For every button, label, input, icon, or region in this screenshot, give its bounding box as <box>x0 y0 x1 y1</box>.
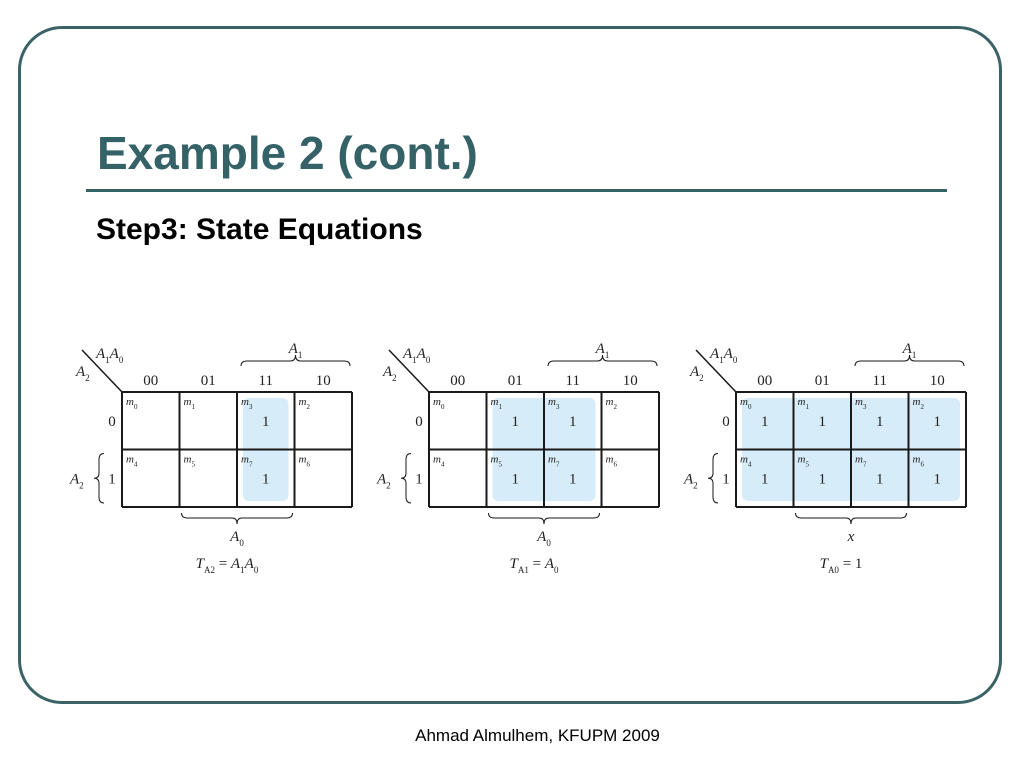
kmap-1-cell-value: 1 <box>262 414 270 430</box>
slide-subtitle: Step3: State Equations <box>96 213 423 246</box>
kmap-1-column-variables: A1A0 <box>95 346 124 365</box>
kmap-2-minterm-label: m4 <box>433 454 445 469</box>
kmap-2-minterm-label: m2 <box>606 396 618 411</box>
kmap-3-row-header: 0 <box>722 414 730 430</box>
kmap-3-cell-value: 1 <box>761 414 769 430</box>
kmap-3-minterm-label: m4 <box>740 454 752 469</box>
kmap-3-column-variables: A1A0 <box>709 346 738 365</box>
kmap-3-equation: TA0 = 1 <box>820 556 863 575</box>
kmap-2-corner-diagonal <box>388 349 430 393</box>
kmap-3-minterm-label: m2 <box>913 396 925 411</box>
kmap-3-left-brace-label: A2 <box>683 471 698 490</box>
kmap-3-cell-value: 1 <box>876 472 884 488</box>
kmap-1-equation: TA2 = A1A0 <box>196 556 259 575</box>
kmap-2-bottom-brace-label: A0 <box>536 529 551 548</box>
kmap-1-bottom-brace <box>181 512 293 525</box>
kmap-3-col-header: 01 <box>815 373 830 389</box>
kmap-2-row-header: 0 <box>415 414 423 430</box>
kmap-3-minterm-label: m1 <box>798 396 810 411</box>
kmap-2-minterm-label: m6 <box>606 454 618 469</box>
kmap-2-minterm-label: m1 <box>491 396 503 411</box>
kmap-3-top-brace-label: A1 <box>902 341 917 360</box>
kmap-2-cell-value: 1 <box>512 414 520 430</box>
kmap-3-cell-value: 1 <box>934 472 942 488</box>
kmap-2-cell-value: 1 <box>512 472 520 488</box>
slide-title: Example 2 (cont.) <box>97 127 478 179</box>
kmap-2-col-header: 10 <box>623 373 638 389</box>
kmap-2-col-header: 11 <box>566 373 580 389</box>
kmap-1-corner-diagonal <box>81 349 123 393</box>
kmap-1-top-brace-label: A1 <box>288 341 303 360</box>
kmap-2-cell-value: 1 <box>569 472 577 488</box>
kmap-2-top-brace <box>547 354 658 367</box>
kmap-1-row-variable: A2 <box>75 364 90 383</box>
kmap-1-minterm-label: m4 <box>126 454 138 469</box>
kmap-2-left-brace <box>400 453 412 504</box>
kmap-3-bottom-brace-label: x <box>847 529 855 545</box>
kmap-3-corner-diagonal <box>695 349 737 393</box>
kmap-1-col-header: 00 <box>143 373 158 389</box>
kmap-3-row-header: 1 <box>722 471 730 487</box>
kmap-3-col-header: 10 <box>930 373 945 389</box>
kmap-3-minterm-label: m7 <box>855 454 867 469</box>
title-underline <box>86 189 947 192</box>
slide-footer: Ahmad Almulhem, KFUPM 2009 <box>415 726 660 745</box>
kmap-2-col-header: 00 <box>450 373 465 389</box>
kmap-3-cell-value: 1 <box>761 472 769 488</box>
kmap-2-bottom-brace <box>488 512 600 525</box>
kmap-1-minterm-label: m1 <box>184 396 196 411</box>
kmap-2-minterm-label: m0 <box>433 396 445 411</box>
kmap-1-top-brace <box>240 354 351 367</box>
kmap-2-top-brace-label: A1 <box>595 341 610 360</box>
kmap-3-cell-value: 1 <box>876 414 884 430</box>
kmap-1-cell-value: 1 <box>262 472 270 488</box>
kmap-3-row-variable: A2 <box>689 364 704 383</box>
kmap-1-bottom-brace-label: A0 <box>229 529 244 548</box>
kmap-1-minterm-label: m3 <box>241 396 253 411</box>
kmap-1-col-header: 11 <box>259 373 273 389</box>
kmap-3-bottom-brace <box>795 512 907 525</box>
kmap-1-minterm-label: m0 <box>126 396 138 411</box>
kmap-1-minterm-label: m5 <box>184 454 196 469</box>
kmap-1-minterm-label: m2 <box>299 396 311 411</box>
kmap-1-minterm-label: m6 <box>299 454 311 469</box>
kmap-1-col-header: 01 <box>201 373 216 389</box>
kmap-2-row-header: 1 <box>415 471 423 487</box>
kmap-1-row-header: 0 <box>108 414 116 430</box>
kmap-3-cell-value: 1 <box>819 414 827 430</box>
kmap-2-column-variables: A1A0 <box>402 346 431 365</box>
kmap-2-minterm-label: m5 <box>491 454 503 469</box>
kmap-3-cell-value: 1 <box>819 472 827 488</box>
kmap-2-row-variable: A2 <box>382 364 397 383</box>
kmap-3-cell-value: 1 <box>934 414 942 430</box>
kmap-2-left-brace-label: A2 <box>376 471 391 490</box>
kmap-3-minterm-label: m6 <box>913 454 925 469</box>
kmap-3-col-header: 11 <box>873 373 887 389</box>
slide-frame <box>18 26 1002 704</box>
kmap-1-row-header: 1 <box>108 471 116 487</box>
kmap-2-equation: TA1 = A0 <box>510 556 559 575</box>
kmap-3-top-brace <box>854 354 965 367</box>
kmap-2-minterm-label: m3 <box>548 396 560 411</box>
kmap-1-minterm-label: m7 <box>241 454 253 469</box>
kmap-2-cell-value: 1 <box>569 414 577 430</box>
kmap-1-left-brace <box>93 453 105 504</box>
kmap-3-minterm-label: m5 <box>798 454 810 469</box>
kmap-3-minterm-label: m3 <box>855 396 867 411</box>
kmap-3-minterm-label: m0 <box>740 396 752 411</box>
kmap-3-left-brace <box>707 453 719 504</box>
kmap-3-col-header: 00 <box>757 373 772 389</box>
kmap-1-left-brace-label: A2 <box>69 471 84 490</box>
kmap-1-col-header: 10 <box>316 373 331 389</box>
kmap-2-col-header: 01 <box>508 373 523 389</box>
kmap-2-minterm-label: m7 <box>548 454 560 469</box>
